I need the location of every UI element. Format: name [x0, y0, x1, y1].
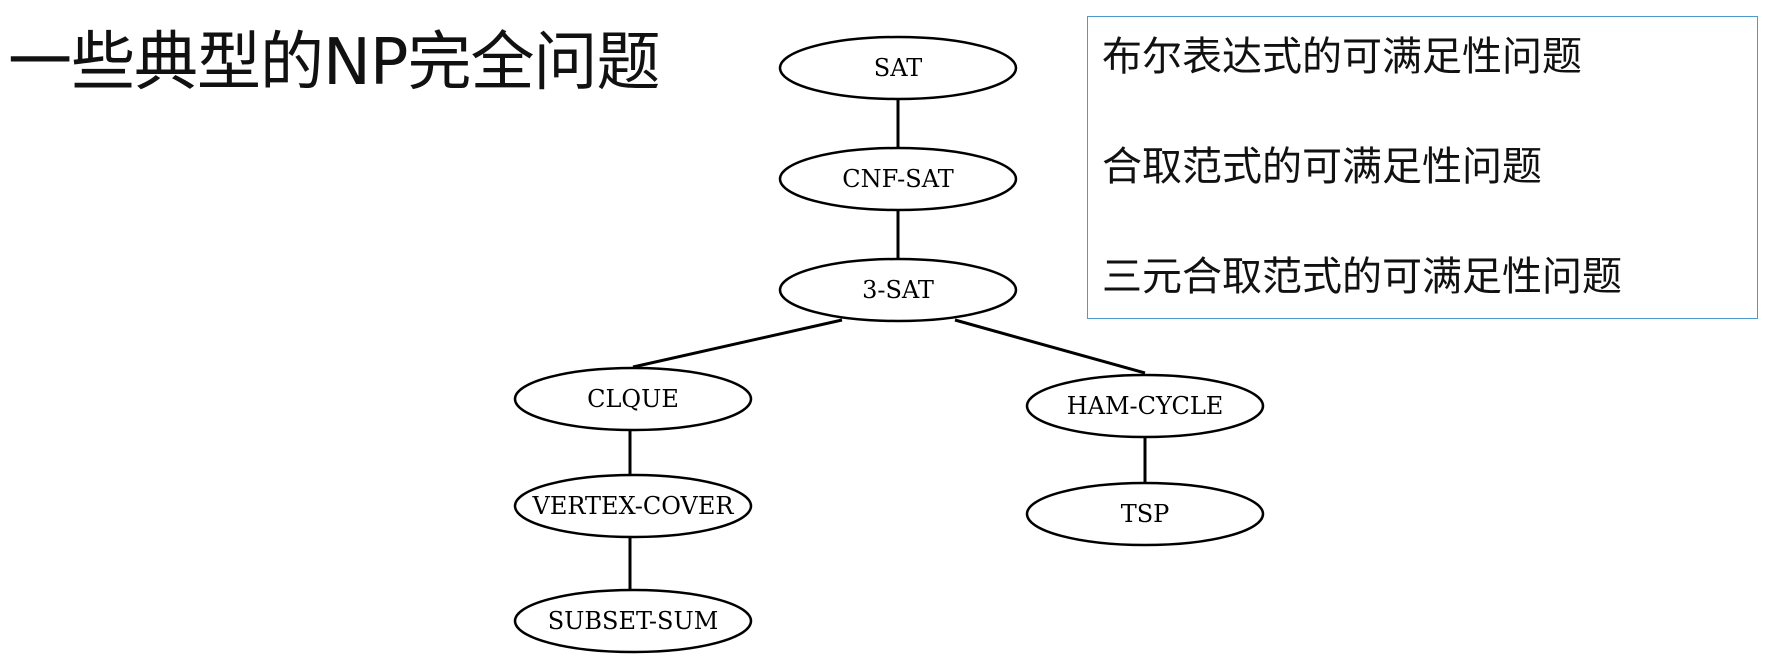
- page-title: 一些典型的NP完全问题: [8, 26, 660, 100]
- edge-3-sat-clique: [632, 318, 843, 369]
- node-subset-sum: SUBSET-SUM: [513, 588, 753, 654]
- node-label-tsp: TSP: [1121, 500, 1170, 528]
- node-label-subset-sum: SUBSET-SUM: [548, 607, 719, 635]
- edge-3-sat-ham-cycle: [954, 318, 1146, 375]
- node-ham-cycle: HAM-CYCLE: [1025, 373, 1265, 439]
- node-label-cnf-sat: CNF-SAT: [842, 165, 954, 193]
- node-label-ham-cycle: HAM-CYCLE: [1067, 392, 1224, 420]
- node-vertex-cover: VERTEX-COVER: [513, 473, 753, 539]
- node-tsp: TSP: [1025, 481, 1265, 547]
- legend-line-sat: 布尔表达式的可满足性问题: [1102, 34, 1582, 80]
- node-label-3-sat: 3-SAT: [862, 276, 934, 304]
- node-label-sat: SAT: [874, 54, 922, 82]
- node-cnf-sat: CNF-SAT: [778, 146, 1018, 212]
- legend-line-cnf-sat: 合取范式的可满足性问题: [1102, 144, 1542, 190]
- node-clique: CLQUE: [513, 366, 753, 432]
- node-label-vertex-cover: VERTEX-COVER: [532, 492, 735, 520]
- legend-box: 布尔表达式的可满足性问题 合取范式的可满足性问题 三元合取范式的可满足性问题: [1087, 16, 1758, 319]
- legend-line-3-sat: 三元合取范式的可满足性问题: [1102, 254, 1622, 300]
- node-3-sat: 3-SAT: [778, 257, 1018, 323]
- node-label-clique: CLQUE: [587, 385, 679, 413]
- node-sat: SAT: [778, 35, 1018, 101]
